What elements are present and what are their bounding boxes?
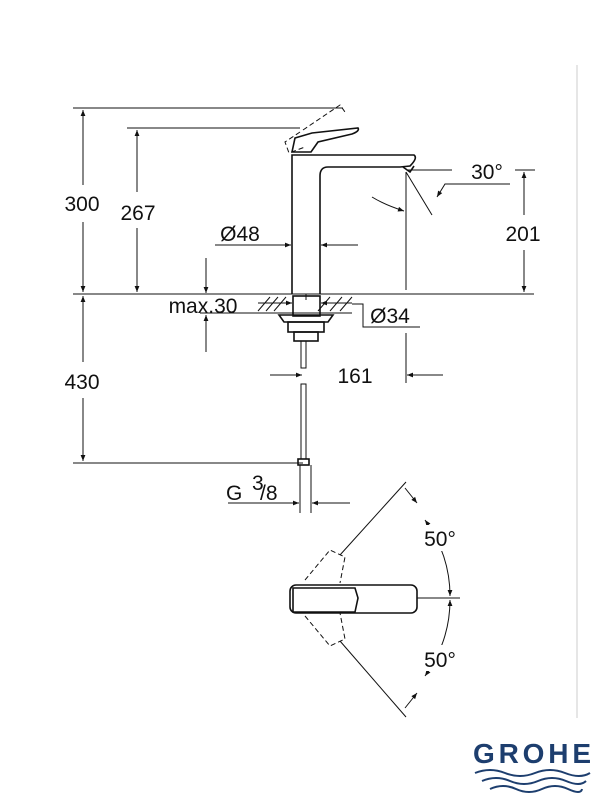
dim-48-label: Ø48 [220,223,260,246]
dim-201-label: 201 [505,223,540,246]
dimension-300: 300 [64,110,100,292]
dimension-max-30: max.30 [169,258,352,352]
dimension-267: 267 [120,130,156,292]
dim-50-left-label: 50° [424,528,456,551]
dim-50-right-label: 50° [424,649,456,672]
thread-prefix: G [226,482,242,505]
dim-430-label: 430 [64,371,99,394]
dimension-201: 201 [505,169,541,292]
dim-34-label: Ø34 [370,305,410,328]
reference-lines [73,107,534,464]
dimension-thread: G 3 /8 [226,472,350,506]
dim-161-label: 161 [337,365,372,388]
dimension-diameter-48: Ø48 [215,223,358,294]
lever-top-view: 50° 50° [289,481,462,718]
thread-numerator: 3 [252,472,264,495]
dimension-diameter-34: Ø34 [352,303,420,328]
dim-30-label: 30° [471,161,503,184]
faucet-body [284,104,417,300]
dim-max30-label: max.30 [169,295,238,318]
dimension-angle-30: 30° [371,161,510,290]
dim-267-label: 267 [120,202,155,225]
dim-300-label: 300 [64,193,99,216]
brand-name: GROHE [473,738,591,769]
grohe-logo: GROHE [473,738,591,793]
dimension-161: 161 [270,333,443,388]
dimension-430: 430 [64,296,100,461]
deck-section [257,293,353,513]
thread-denominator: /8 [260,482,278,505]
